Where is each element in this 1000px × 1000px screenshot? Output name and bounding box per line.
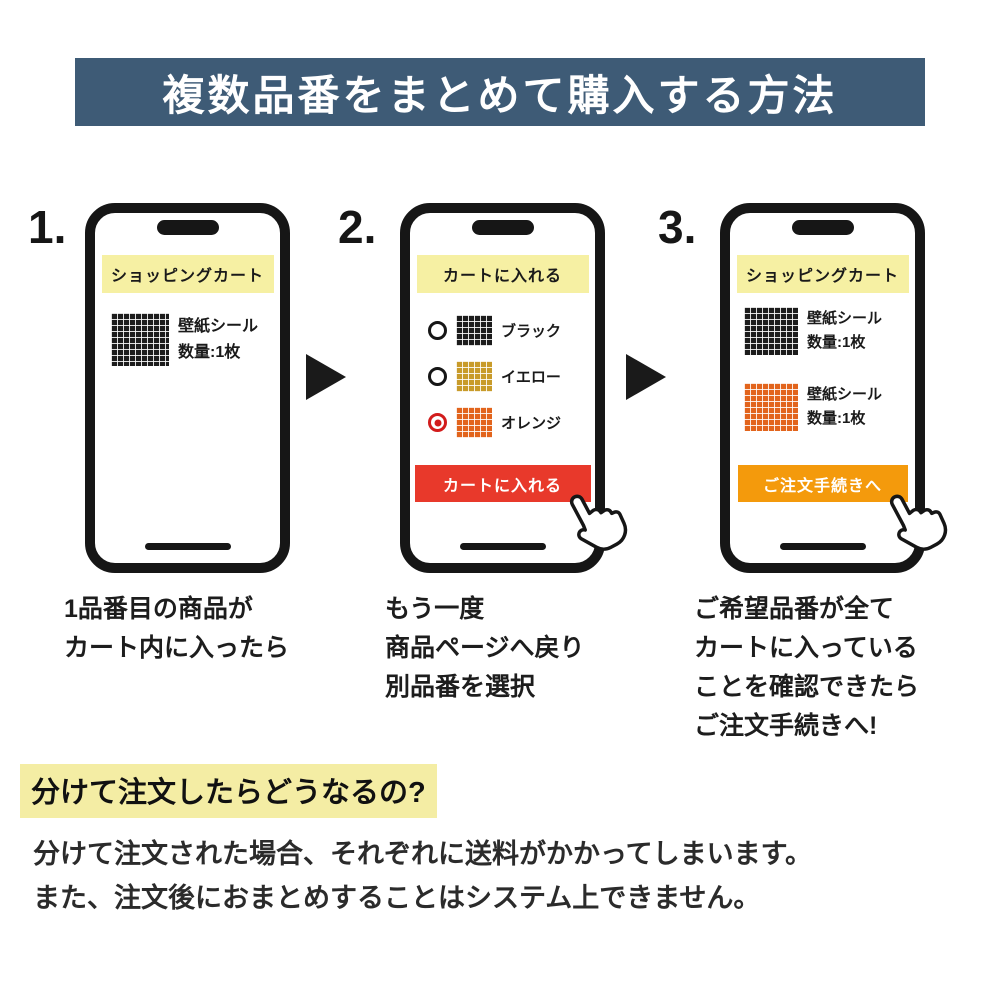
product-name: 壁紙シール	[807, 386, 883, 403]
swatch-black	[456, 315, 492, 346]
cart-item: 壁紙シール 数量:1枚	[744, 383, 882, 431]
radio-icon	[428, 321, 447, 340]
caption-line: ご注文手続きへ!	[694, 712, 878, 740]
caption-line: カートに入っている	[694, 634, 918, 662]
faq-answer-line: また、注文後におまとめすることはシステム上できません。	[33, 883, 761, 913]
phone-frame-step2: カートに入れる ブラック イエロー オレンジ カートに入れる	[400, 203, 628, 573]
color-option-black[interactable]: ブラック	[428, 315, 561, 346]
step-caption-3: ご希望品番が全て カートに入っている ことを確認できたら ご注文手続きへ!	[694, 590, 919, 746]
product-quantity: 数量:1枚	[807, 334, 866, 351]
product-quantity: 数量:1枚	[807, 410, 866, 427]
home-indicator	[459, 543, 546, 550]
option-label: イエロー	[501, 369, 561, 386]
step-caption-2: もう一度 商品ページへ戻り 別品番を選択	[385, 590, 585, 707]
option-label: ブラック	[501, 323, 562, 340]
radio-selected-icon	[428, 413, 447, 432]
product-quantity: 数量:1枚	[178, 343, 241, 361]
hand-cursor-icon	[569, 494, 628, 551]
caption-line: 1品番目の商品が	[64, 595, 253, 623]
phone-notch	[791, 220, 854, 235]
faq-answer-line: 分けて注文された場合、それぞれに送料がかかってしまいます。	[33, 839, 812, 869]
caption-line: 別品番を選択	[385, 673, 536, 701]
faq-question: 分けて注文したらどうなるの?	[20, 764, 437, 818]
caption-line: 商品ページへ戻り	[385, 634, 585, 662]
phone-frame-step3: ショッピングカート 壁紙シール 数量:1枚 壁紙シール 数量:1枚 ご注文手続き…	[720, 203, 948, 573]
caption-line: カート内に入ったら	[64, 634, 290, 662]
caption-line: ことを確認できたら	[694, 673, 920, 701]
color-options: ブラック イエロー オレンジ	[428, 315, 561, 453]
swatch-yellow	[456, 361, 492, 392]
cart-item: 壁紙シール 数量:1枚	[111, 313, 258, 366]
page-title: 複数品番をまとめて購入する方法	[75, 58, 925, 126]
step-3-number: 3.	[658, 201, 697, 253]
phone-frame-step1: ショッピングカート 壁紙シール 数量:1枚	[85, 203, 290, 573]
caption-line: ご希望品番が全て	[694, 595, 895, 623]
screen-title-add-to-cart: カートに入れる	[416, 255, 589, 293]
screen-title-cart: ショッピングカート	[736, 255, 909, 293]
phone-notch	[156, 220, 219, 235]
hand-cursor-icon	[889, 494, 948, 551]
product-swatch-orange	[744, 383, 798, 431]
faq-answer: 分けて注文された場合、それぞれに送料がかかってしまいます。 また、注文後におまと…	[33, 832, 812, 920]
arrow-right-icon	[306, 354, 346, 400]
step-1-number: 1.	[28, 201, 67, 253]
step-2-number: 2.	[338, 201, 377, 253]
arrow-right-icon	[626, 354, 666, 400]
color-option-yellow[interactable]: イエロー	[428, 361, 561, 392]
step-caption-1: 1品番目の商品が カート内に入ったら	[64, 590, 289, 668]
screen-title-cart: ショッピングカート	[101, 255, 274, 293]
product-name: 壁紙シール	[178, 317, 259, 335]
color-option-orange[interactable]: オレンジ	[428, 407, 561, 438]
faq-question-highlight: 分けて注文したらどうなるの?	[20, 764, 437, 818]
add-to-cart-button[interactable]: カートに入れる	[414, 465, 591, 502]
cart-items: 壁紙シール 数量:1枚 壁紙シール 数量:1枚	[744, 307, 882, 459]
product-swatch-black	[744, 307, 798, 355]
cart-item: 壁紙シール 数量:1枚	[744, 307, 882, 355]
phone-notch	[471, 220, 534, 235]
home-indicator	[144, 543, 231, 550]
option-label: オレンジ	[501, 415, 562, 432]
radio-icon	[428, 367, 447, 386]
product-swatch-black	[111, 313, 169, 366]
swatch-orange	[456, 407, 492, 438]
checkout-button[interactable]: ご注文手続きへ	[737, 465, 908, 502]
home-indicator	[779, 543, 866, 550]
caption-line: もう一度	[385, 595, 485, 623]
product-name: 壁紙シール	[807, 310, 883, 327]
